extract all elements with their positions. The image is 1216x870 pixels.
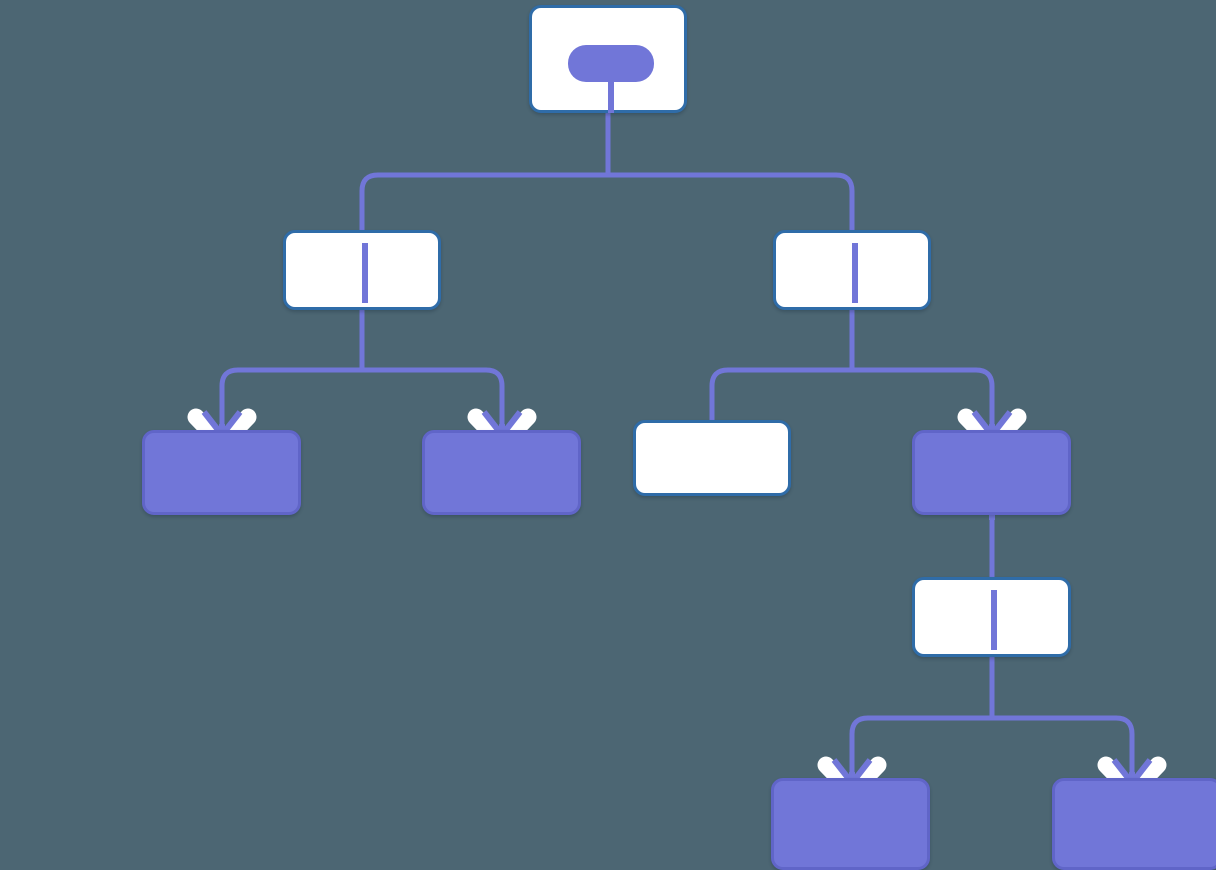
node-level5-right[interactable] <box>1052 778 1216 870</box>
node-level5-left[interactable] <box>771 778 930 870</box>
edge-level4-to-left <box>849 657 995 772</box>
node-level3-c[interactable] <box>633 420 791 496</box>
edge-level2right-to-c <box>709 310 855 420</box>
node-level4[interactable] <box>912 577 1071 657</box>
node-level3-b[interactable] <box>422 430 581 515</box>
root-node[interactable] <box>529 5 687 113</box>
node-level2-right-line <box>852 243 858 303</box>
node-level3-a[interactable] <box>142 430 301 515</box>
node-level2-left-line <box>362 243 368 303</box>
edge-level2left-to-b <box>362 367 505 424</box>
node-level3-d[interactable] <box>912 430 1071 515</box>
root-stem <box>608 53 614 113</box>
node-level2-left[interactable] <box>283 230 441 310</box>
edge-level2left-to-a <box>219 310 365 424</box>
edge-level4-to-right <box>992 715 1135 772</box>
edge-level2right-to-d <box>852 367 995 424</box>
edge-root-to-level2-left <box>359 113 611 230</box>
node-level4-line <box>991 590 997 650</box>
root-marker-pill <box>568 45 654 82</box>
edge-root-to-level2-right <box>608 172 855 230</box>
node-level2-right[interactable] <box>773 230 931 310</box>
